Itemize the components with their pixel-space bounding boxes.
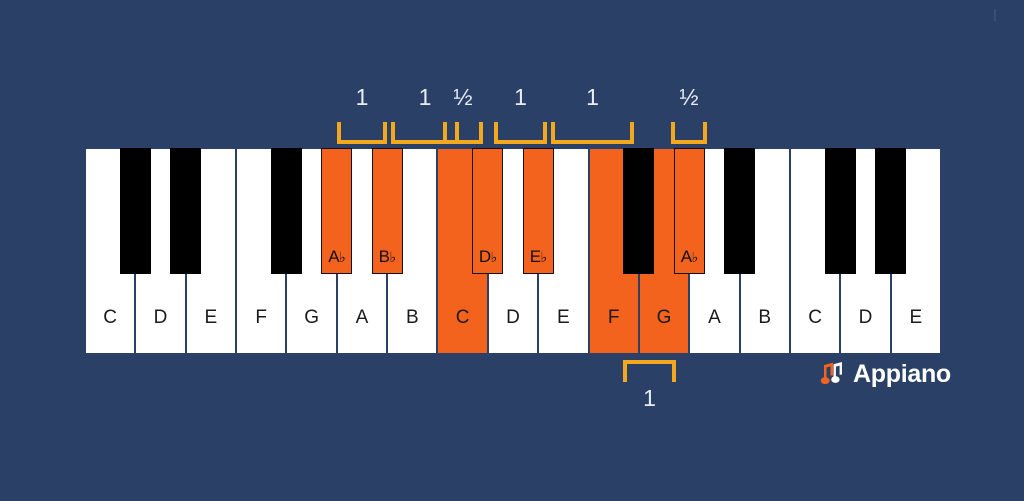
black-key-letter: A: [328, 247, 340, 266]
interval-bracket-bottom: [623, 360, 676, 382]
white-key-label: D: [858, 307, 873, 328]
black-key-letter: E: [529, 247, 541, 266]
interval-label-top-3: 1: [514, 84, 527, 110]
flat-symbol: ♭: [691, 249, 699, 265]
interval-label-bottom: 1: [643, 385, 656, 411]
black-key-d-flat-5[interactable]: D♭: [472, 148, 504, 274]
interval-label-top-0: 1: [355, 84, 369, 110]
white-key-label: C: [455, 307, 470, 328]
interval-bracket-top-2: [443, 122, 483, 144]
black-key-e-flat-6[interactable]: E♭: [522, 148, 554, 274]
black-key-b-flat-4[interactable]: B♭: [371, 148, 403, 274]
flat-symbol: ♭: [540, 249, 548, 265]
white-key-label: A: [708, 307, 721, 328]
white-key-label: C: [808, 307, 822, 328]
black-key-10[interactable]: [824, 148, 856, 274]
flat-symbol: ♭: [389, 249, 396, 265]
white-key-label: E: [909, 307, 923, 328]
white-key-label: D: [153, 307, 168, 328]
interval-bracket-top-1: [391, 122, 459, 144]
white-key-label: A: [355, 307, 369, 328]
appiano-logo: Appiano: [820, 360, 951, 389]
black-key-0[interactable]: [119, 148, 151, 274]
black-key-letter: D: [478, 247, 491, 266]
black-key-letter: B: [378, 247, 390, 266]
interval-bracket-top-0: [337, 122, 387, 144]
white-key-label: C: [103, 307, 118, 328]
black-key-letter: A: [680, 247, 692, 266]
white-key-label: B: [758, 307, 772, 328]
black-key-7[interactable]: [623, 148, 655, 274]
black-key-11[interactable]: [875, 148, 907, 274]
interval-bracket-top-3: [494, 122, 547, 144]
white-key-label: B: [405, 307, 419, 328]
black-key-a-flat-3[interactable]: A♭: [321, 148, 353, 274]
black-key-label: B♭: [373, 247, 402, 267]
white-key-label: G: [656, 307, 672, 328]
white-key-label: G: [304, 307, 319, 328]
black-key-9[interactable]: [723, 148, 756, 274]
white-key-label: D: [506, 307, 520, 328]
black-key-2[interactable]: [270, 148, 303, 274]
flat-symbol: ♭: [339, 249, 346, 265]
black-key-a-flat-8[interactable]: A♭: [673, 148, 705, 274]
flat-symbol: ♭: [490, 249, 498, 265]
black-key-label: D♭: [473, 247, 502, 267]
music-note-icon: [820, 361, 842, 384]
black-key-label: A♭: [675, 247, 704, 267]
black-key-label: A♭: [322, 247, 351, 267]
black-key-1[interactable]: [170, 148, 202, 274]
interval-label-top-5: ½: [679, 84, 699, 110]
corner-tick-mark: [994, 9, 996, 21]
black-key-label: E♭: [524, 247, 553, 267]
interval-label-top-2: ½: [453, 84, 473, 110]
interval-label-top-1: 1: [418, 84, 432, 110]
white-key-label: F: [255, 307, 268, 328]
interval-bracket-top-4: [551, 122, 634, 144]
interval-label-top-4: 1: [586, 84, 599, 110]
white-key-label: E: [557, 307, 570, 328]
white-key-label: E: [204, 307, 218, 328]
white-key-label: F: [607, 307, 620, 328]
interval-bracket-top-5: [671, 122, 707, 144]
logo-wordmark: Appiano: [853, 360, 951, 388]
